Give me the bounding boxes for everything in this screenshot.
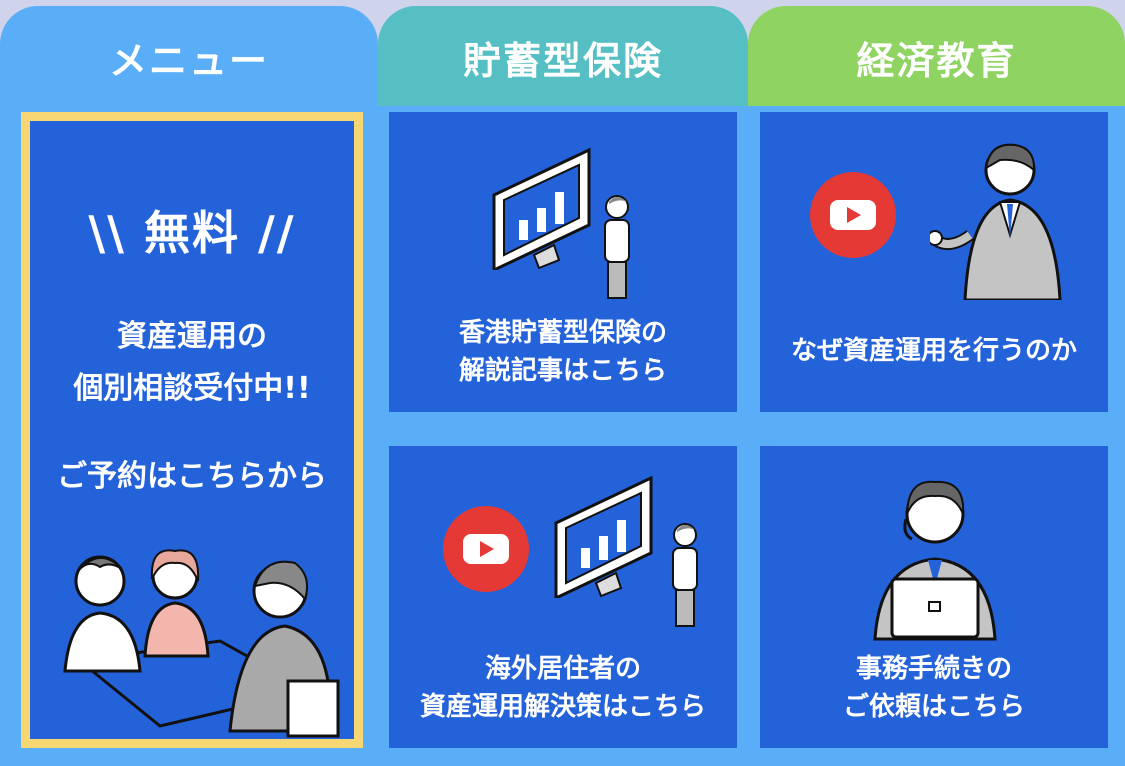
card-1-line-2: 解説記事はこちら: [458, 356, 667, 386]
tab-econ-label: 経済教育: [856, 39, 1017, 83]
card-3-line-1: 海外居住者の: [484, 654, 641, 684]
youtube-play-icon: [810, 172, 896, 258]
card-savings-insurance-article[interactable]: 香港貯蓄型保険の 解説記事はこちら: [389, 112, 737, 412]
promo-line-3: ご予約はこちらから: [57, 459, 327, 494]
tab-menu-label: メニュー: [108, 39, 269, 83]
card-3-line-2: 資産運用解決策はこちら: [419, 692, 706, 722]
card-overseas-resident-solution[interactable]: 海外居住者の 資産運用解決策はこちら: [389, 446, 737, 748]
monitor-chart-icon: [492, 147, 591, 270]
promo-line-1: 資産運用の: [117, 319, 267, 354]
tab-economic-education[interactable]: 経済教育: [748, 6, 1125, 106]
youtube-play-icon: [443, 506, 529, 592]
tab-savings-insurance[interactable]: 貯蓄型保険: [378, 6, 748, 106]
presenter-person-icon: [930, 143, 1062, 300]
card-4-line-2: ご依頼はこちら: [842, 692, 1025, 722]
promo-line-2: 個別相談受付中!!: [73, 371, 311, 406]
tab-savings-label: 貯蓄型保険: [462, 39, 663, 83]
free-consultation-banner[interactable]: \\ 無料 // 資産運用の 個別相談受付中!! ご予約はこちらから: [21, 112, 363, 748]
card-administrative-request[interactable]: 事務手続きの ご依頼はこちら: [760, 446, 1108, 748]
monitor-chart-icon: [554, 475, 653, 598]
card-1-line-1: 香港貯蓄型保険の: [458, 318, 667, 348]
card-4-line-1: 事務手続きの: [855, 654, 1012, 684]
person-thinking-icon: [604, 195, 630, 299]
card-why-asset-management[interactable]: なぜ資産運用を行うのか: [760, 112, 1108, 412]
free-label: \\ 無料 //: [88, 206, 296, 260]
person-thinking-icon: [672, 523, 698, 627]
card-2-line-1: なぜ資産運用を行うのか: [790, 336, 1077, 366]
tab-menu[interactable]: メニュー: [0, 6, 378, 106]
consultation-people-icon: [63, 549, 340, 738]
operator-laptop-icon: [873, 480, 997, 641]
